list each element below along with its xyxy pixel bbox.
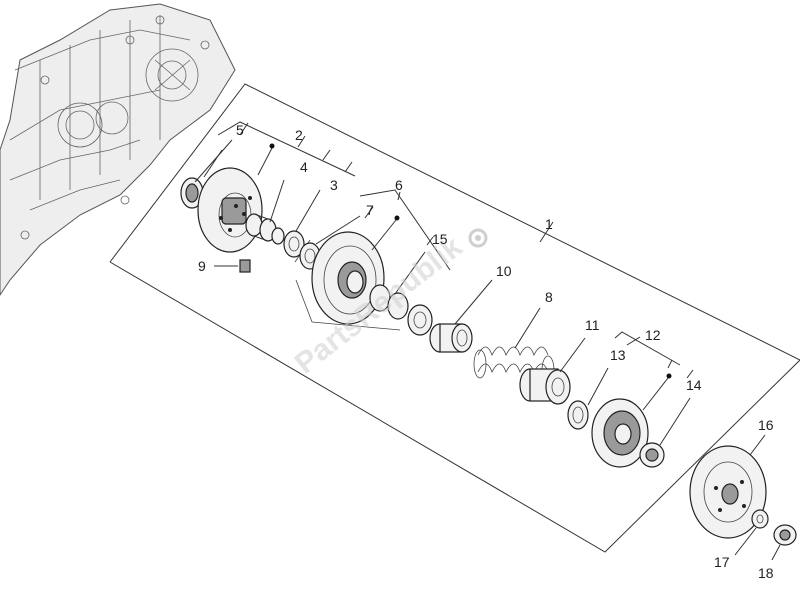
callout-4: 4 xyxy=(300,159,308,175)
callout-15: 15 xyxy=(432,231,448,247)
callout-13: 13 xyxy=(610,347,626,363)
callout-5: 5 xyxy=(236,122,244,138)
part-6-movable-half xyxy=(311,215,400,325)
part-10-sleeve xyxy=(429,279,493,353)
group-outline-1 xyxy=(109,83,800,361)
callout-11: 11 xyxy=(585,317,600,333)
callout-17: 17 xyxy=(714,554,730,570)
callout-8: 8 xyxy=(545,289,553,305)
part-18-nut xyxy=(771,524,797,561)
group-outline-1-bottom xyxy=(109,261,800,553)
gear-icon xyxy=(468,228,488,248)
part-17-washer xyxy=(734,509,769,556)
part-13-circlip xyxy=(567,367,609,430)
part-12-clutch xyxy=(591,373,672,468)
callout-18: 18 xyxy=(758,565,774,581)
part-14-nut xyxy=(639,397,691,468)
group-outline-2 xyxy=(217,121,356,177)
part-2-drive-face xyxy=(197,143,275,253)
part-9-bolt xyxy=(214,259,251,273)
callout-9: 9 xyxy=(198,258,206,274)
part-15-rings xyxy=(369,251,433,336)
group-outline-6 xyxy=(359,189,451,271)
crankcase-housing xyxy=(0,3,236,296)
part-5-oil-seal xyxy=(180,139,233,209)
callout-2: 2 xyxy=(295,127,303,143)
group-outline-12 xyxy=(614,331,681,366)
callout-16: 16 xyxy=(758,417,774,433)
callout-10: 10 xyxy=(496,263,512,279)
callout-6: 6 xyxy=(395,177,403,193)
callout-14: 14 xyxy=(686,377,702,393)
part-3-ring xyxy=(271,189,321,258)
callout-3: 3 xyxy=(330,177,338,193)
callout-1: 1 xyxy=(545,216,553,232)
callout-12: 12 xyxy=(645,327,661,343)
callout-7: 7 xyxy=(366,202,374,218)
part-16-clutch-bell xyxy=(689,434,767,539)
part-11-clutch-sleeve xyxy=(519,337,586,405)
